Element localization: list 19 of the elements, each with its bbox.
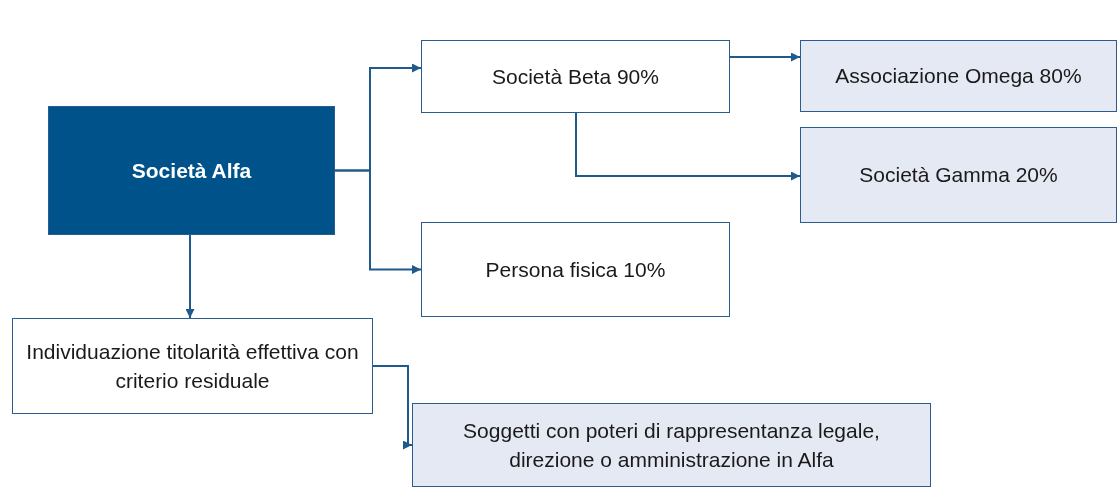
entity-label: Associazione Omega 80% <box>835 63 1082 90</box>
entity-box <box>421 222 730 317</box>
connector-arrow <box>729 52 801 62</box>
connector-arrow <box>575 112 801 181</box>
entity-box <box>48 106 335 235</box>
connector-arrow <box>334 169 422 274</box>
entity-box <box>12 318 373 414</box>
entity-box <box>421 40 730 113</box>
entity-box <box>800 40 1117 112</box>
connector-arrow <box>372 365 413 450</box>
entity-box <box>412 403 931 487</box>
connector-arrow <box>185 234 195 319</box>
entity-label: Società Gamma 20% <box>859 162 1058 189</box>
entity-label: Soggetti con poteri di rappresentanza legale, direzione o amministrazione in Alfa <box>462 417 881 473</box>
entity-label: Individuazione titolarità effettiva con criterio residuale <box>25 338 360 394</box>
entity-label: Persona fisica 10% <box>485 256 666 283</box>
entity-label: Società Beta 90% <box>492 63 659 90</box>
entity-box <box>800 127 1117 223</box>
entity-label: Società Alfa <box>131 157 252 184</box>
